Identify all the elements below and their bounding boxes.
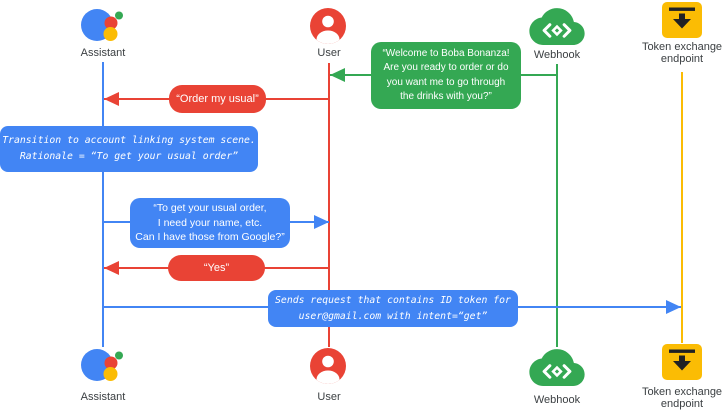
token-endpoint-label: Token exchange endpoint (641, 41, 723, 65)
person-circle-icon (310, 348, 346, 384)
user-label: User (317, 47, 341, 59)
google-assistant-logo-icon (81, 9, 123, 41)
google-assistant-logo-icon (81, 349, 123, 381)
assistant-lifeline (102, 62, 104, 347)
cloud-code-icon (529, 349, 585, 386)
welcome-message-box: “Welcome to Boba Bonanza! Are you ready … (371, 42, 521, 109)
transition-note-box: Transition to account linking system sce… (0, 126, 258, 172)
send-token-arrowhead-icon (666, 300, 681, 314)
webhook-label: Webhook (533, 394, 581, 406)
send-token-message-box: Sends request that contains ID token for… (268, 290, 518, 327)
yes-arrowhead-icon (104, 261, 119, 275)
webhook-label: Webhook (533, 49, 581, 61)
message-line: “Yes” (203, 262, 230, 274)
cloud-code-icon (529, 8, 585, 45)
message-line: I need your name, etc. (157, 216, 263, 229)
message-line: Can I have those from Google?” (135, 231, 285, 244)
user-label: User (317, 391, 341, 403)
assistant-label: Assistant (80, 47, 126, 59)
message-line: Sends request that contains ID token for (275, 295, 511, 307)
token-endpoint-lifeline (681, 72, 683, 343)
message-line: the drinks with you?” (400, 91, 492, 102)
token-endpoint-label: Token exchange endpoint (641, 386, 723, 410)
message-line: you want me to go through (386, 76, 506, 88)
order-message-box: “Order my usual” (169, 85, 266, 113)
order-arrowhead-icon (104, 92, 119, 106)
webhook-lifeline (556, 64, 558, 347)
message-line: Rationale = “To get your usual order” (19, 151, 239, 162)
message-line: “To get your usual order, (153, 201, 267, 214)
assistant-label: Assistant (80, 391, 126, 403)
welcome-arrowhead-icon (330, 68, 345, 82)
person-circle-icon (310, 8, 346, 44)
message-line: user@gmail.com with intent=“get” (298, 310, 488, 322)
message-line: Transition to account linking system sce… (2, 134, 256, 146)
ask-arrowhead-icon (314, 215, 329, 229)
ask-permission-message-box: “To get your usual order, I need your na… (130, 198, 290, 248)
message-line: Are you ready to order or do (383, 62, 509, 73)
message-line: “Order my usual” (176, 93, 259, 105)
yes-message-box: “Yes” (168, 255, 265, 281)
message-line: “Welcome to Boba Bonanza! (382, 47, 510, 59)
archive-download-icon (662, 344, 702, 380)
user-lifeline (328, 63, 330, 347)
archive-download-icon (662, 2, 702, 38)
